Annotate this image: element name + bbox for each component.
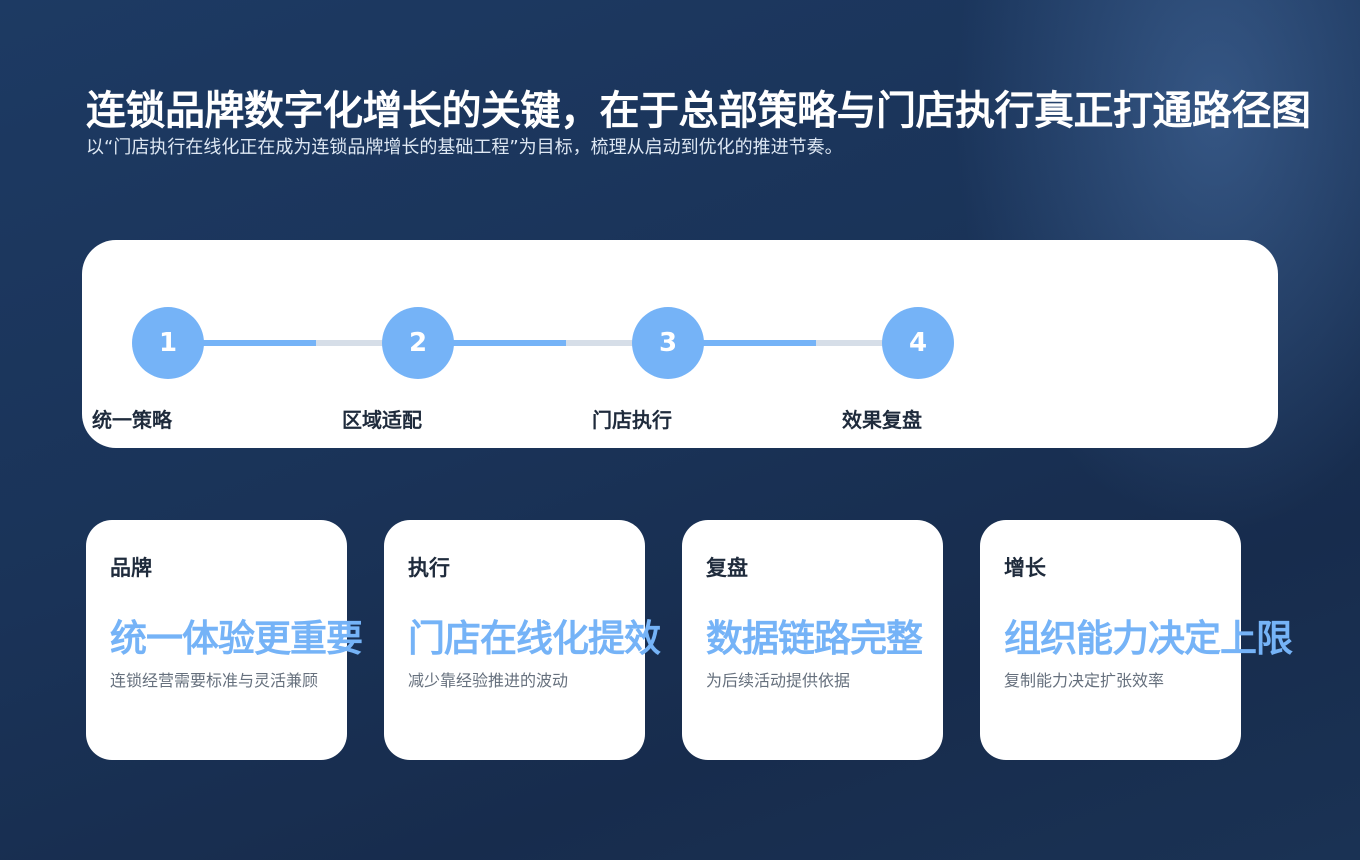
timeline-step-3-label: 门店执行 (592, 408, 672, 432)
card-description: 减少靠经验推进的波动 (408, 671, 569, 690)
timeline-connector-1-progress (168, 340, 316, 346)
timeline-connector-3-track (816, 340, 918, 346)
card-description: 为后续活动提供依据 (706, 671, 851, 690)
card-category: 品牌 (110, 556, 152, 580)
timeline-connector-2-track (566, 340, 668, 346)
timeline-step-1-label: 统一策略 (92, 408, 172, 432)
timeline-panel: 1 2 3 4 统一策略 区域适配 门店执行 效果复盘 (82, 240, 1278, 448)
card-description: 连锁经营需要标准与灵活兼顾 (110, 671, 319, 690)
timeline-connector-2-progress (418, 340, 566, 346)
timeline-step-2-circle: 2 (382, 307, 454, 379)
timeline-connector-3-progress (668, 340, 816, 346)
card-headline: 统一体验更重要 (110, 617, 363, 660)
insight-card-review: 复盘 数据链路完整 为后续活动提供依据 (682, 520, 943, 760)
card-headline: 门店在线化提效 (408, 617, 661, 660)
timeline-step-4-label: 效果复盘 (842, 408, 922, 432)
timeline-step-4-circle: 4 (882, 307, 954, 379)
timeline-step-2-label: 区域适配 (342, 408, 422, 432)
timeline-connector-1-track (316, 340, 418, 346)
timeline-step-1-circle: 1 (132, 307, 204, 379)
card-category: 复盘 (706, 556, 748, 580)
card-category: 执行 (408, 556, 450, 580)
timeline-step-3-circle: 3 (632, 307, 704, 379)
insight-card-growth: 增长 组织能力决定上限 复制能力决定扩张效率 (980, 520, 1293, 760)
card-headline: 组织能力决定上限 (1004, 617, 1293, 660)
page-subtitle: 以“门店执行在线化正在成为连锁品牌增长的基础工程”为目标，梳理从启动到优化的推进… (86, 137, 843, 158)
card-category: 增长 (1004, 556, 1046, 580)
card-description: 复制能力决定扩张效率 (1004, 671, 1165, 690)
card-headline: 数据链路完整 (706, 617, 923, 660)
insight-card-brand: 品牌 统一体验更重要 连锁经营需要标准与灵活兼顾 (86, 520, 363, 760)
page-title: 连锁品牌数字化增长的关键，在于总部策略与门店执行真正打通路径图 (86, 88, 1311, 134)
insight-card-execution: 执行 门店在线化提效 减少靠经验推进的波动 (384, 520, 661, 760)
